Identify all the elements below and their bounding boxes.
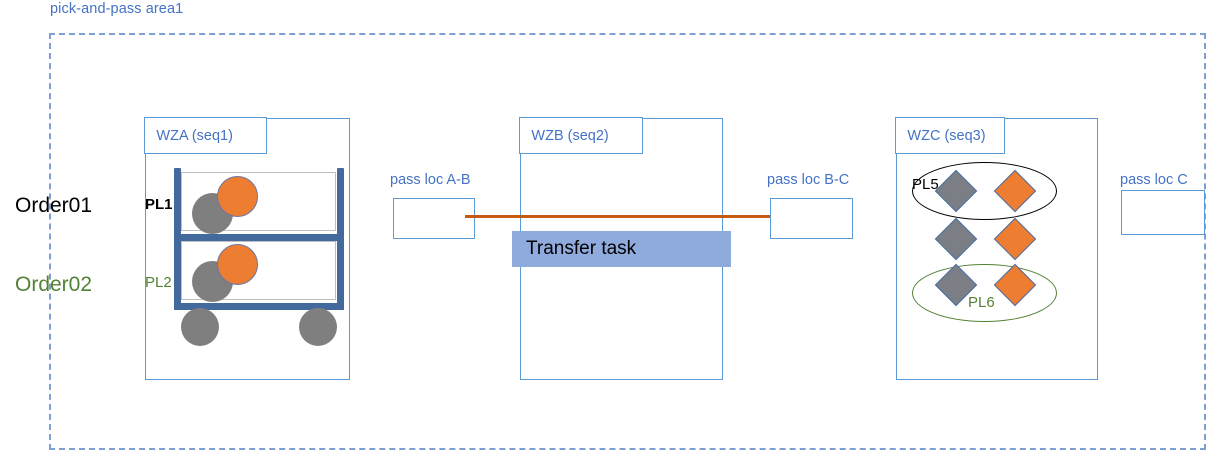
pass-loc-c-label: pass loc C <box>1120 172 1188 188</box>
picking-cart[interactable] <box>174 168 344 346</box>
transfer-task-banner[interactable]: Transfer task <box>512 231 731 267</box>
cart-wheel-left <box>181 308 219 346</box>
transfer-arrow-line <box>465 215 777 218</box>
pass-loc-b-c-box[interactable] <box>770 198 853 239</box>
area-title: pick-and-pass area1 <box>50 1 184 17</box>
cart-shelf-label-pl2: PL2 <box>145 274 172 291</box>
zone-wzb[interactable]: WZB (seq2) <box>519 117 723 380</box>
pass-loc-c-box[interactable] <box>1121 190 1205 235</box>
zone-wzc[interactable]: WZC (seq3) <box>895 117 1098 380</box>
group-label-pl5: PL5 <box>912 176 939 193</box>
pass-loc-b-c-label: pass loc B-C <box>767 172 850 188</box>
group-ellipse-pl5[interactable] <box>912 162 1057 220</box>
pass-loc-a-b-box[interactable] <box>393 198 475 239</box>
zone-wzb-title: WZB (seq2) <box>519 117 644 155</box>
zone-wza[interactable]: WZA (seq1) <box>144 117 350 380</box>
cart-rail-middle <box>174 234 344 241</box>
group-ellipse-pl6[interactable] <box>912 264 1057 322</box>
cart-rail-bottom <box>174 303 344 310</box>
cart-wheel-right <box>299 308 337 346</box>
pick-and-pass-area-boundary <box>49 33 1206 450</box>
zone-wza-title: WZA (seq1) <box>144 117 268 155</box>
tote-orange-pl1[interactable] <box>217 176 258 217</box>
pass-loc-a-b-label: pass loc A-B <box>390 172 471 188</box>
cart-shelf-label-pl1: PL1 <box>145 196 173 213</box>
tote-orange-pl2[interactable] <box>217 244 258 285</box>
order-label-order01: Order01 <box>15 194 93 217</box>
order-label-order02: Order02 <box>15 273 93 296</box>
group-label-pl6: PL6 <box>968 294 995 311</box>
zone-wzc-title: WZC (seq3) <box>895 117 1006 155</box>
